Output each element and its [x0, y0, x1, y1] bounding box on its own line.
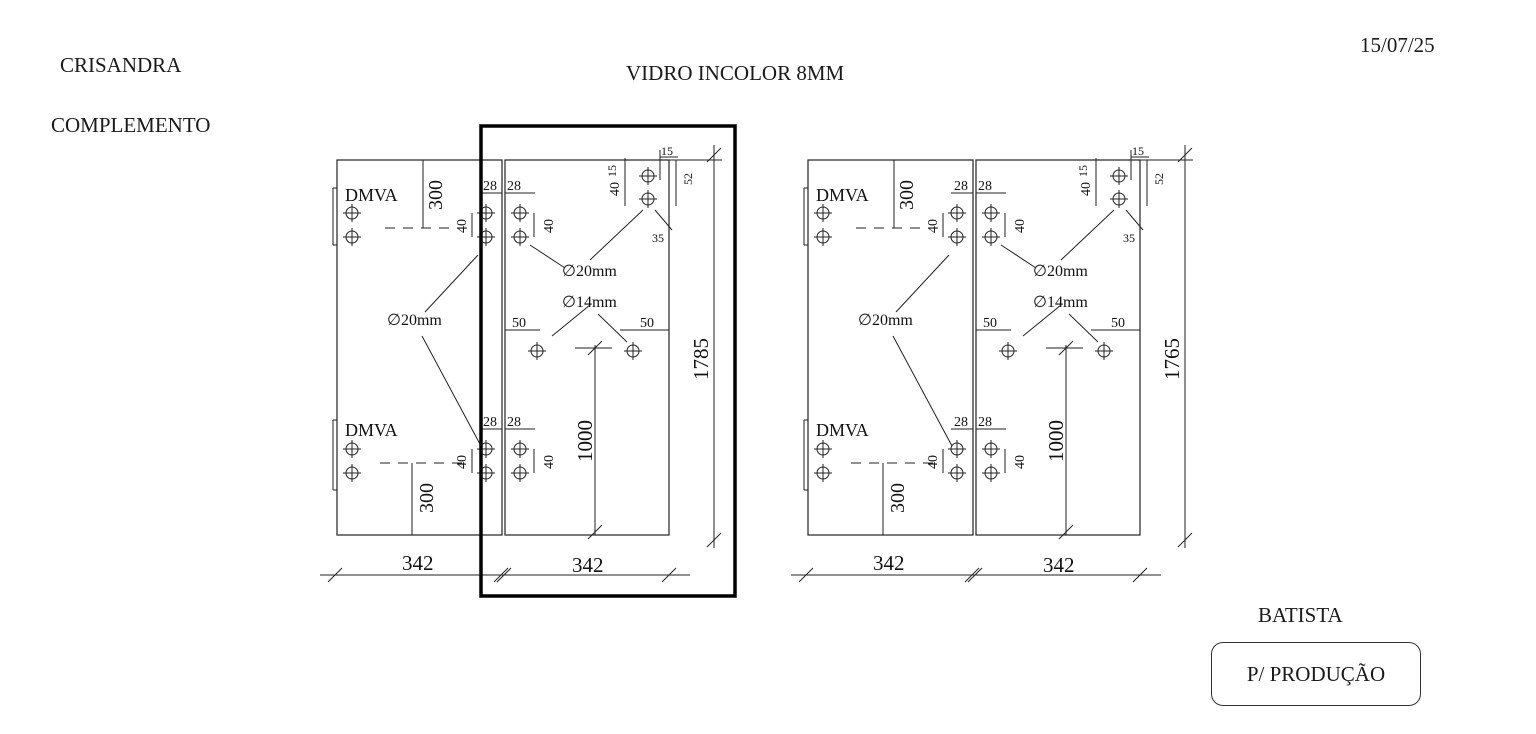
dimension-15-side: 15 [1076, 165, 1090, 177]
drawing-subtitle: COMPLEMENTO [51, 113, 211, 137]
dimension-28-left: 28 [954, 415, 968, 430]
hole-callout-20-right: ∅20mm [562, 263, 617, 280]
drawing-date: 15/07/25 [1360, 33, 1435, 57]
hinge-label-top: DMVA [345, 185, 398, 205]
dimension-52: 52 [681, 173, 695, 185]
dimension-40-corner: 40 [1079, 182, 1094, 196]
leader-line [421, 335, 482, 447]
dimension-50-right: 50 [640, 316, 654, 331]
leader-line [1068, 313, 1099, 343]
leader-line [1022, 304, 1062, 337]
drawing-set-set-b: DMVA DMVA 300 300 28 28 40 40 28 28 40 40 ∅20mm 15 15 4… [791, 144, 1193, 583]
dimension-300-bottom: 300 [416, 483, 438, 513]
leader-line [892, 335, 953, 447]
dimension-300-top: 300 [425, 180, 447, 210]
leader-line [424, 254, 479, 313]
dimension-tick [706, 532, 722, 548]
hole-callout-20-right: ∅20mm [1033, 263, 1088, 280]
hinge-label-bottom: DMVA [816, 420, 869, 440]
dimension-40-left: 40 [926, 219, 941, 233]
dimension-300-bottom: 300 [887, 483, 909, 513]
dimension-height: 1785 [689, 338, 713, 380]
dimension-40-corner: 40 [608, 182, 623, 196]
dimension-28-left: 28 [483, 415, 497, 430]
dimension-width-right: 342 [1043, 553, 1075, 577]
dimension-40-left: 40 [926, 455, 941, 469]
hole-callout-20-left: ∅20mm [387, 312, 442, 329]
dimension-28-left: 28 [954, 179, 968, 194]
dimension-15-top: 15 [661, 144, 673, 158]
dimension-40-left: 40 [455, 455, 470, 469]
dimension-28-right: 28 [507, 415, 521, 430]
dimension-15-top: 15 [1132, 144, 1144, 158]
dimension-28-left: 28 [483, 179, 497, 194]
material-title: VIDRO INCOLOR 8MM [626, 61, 845, 85]
dimension-40-right: 40 [542, 219, 557, 233]
glass-panel-left [807, 159, 974, 536]
dimension-tick [493, 567, 509, 583]
hinge-label-top: DMVA [816, 185, 869, 205]
glass-panel-right [504, 159, 670, 536]
dimension-tick [1132, 567, 1148, 583]
dimension-tick [964, 567, 980, 583]
drawing-set-set-a: DMVA DMVA 300 300 28 28 40 40 28 28 40 40 ∅20mm 15 15 4… [320, 124, 737, 598]
dimension-line [654, 209, 673, 231]
glass-panel-left [336, 159, 503, 536]
dimension-28-right: 28 [978, 179, 992, 194]
dimension-tick [967, 567, 983, 583]
production-status-box: P/ PRODUÇÃO [1211, 642, 1421, 706]
dimension-tick [496, 567, 512, 583]
dimension-28-right: 28 [978, 415, 992, 430]
dimension-width-left: 342 [402, 551, 434, 575]
dimension-1000: 1000 [573, 420, 597, 462]
hole-callout-14: ∅14mm [562, 294, 617, 311]
dimension-35: 35 [1123, 231, 1135, 245]
client-name: CRISANDRA [60, 53, 182, 77]
dimension-tick [1058, 524, 1074, 540]
dimension-40-right: 40 [542, 455, 557, 469]
hinge-label-bottom: DMVA [345, 420, 398, 440]
hole-callout-20-left: ∅20mm [858, 312, 913, 329]
dimension-tick [661, 567, 677, 583]
production-status-label: P/ PRODUÇÃO [1246, 661, 1386, 686]
hole-callout-14: ∅14mm [1033, 294, 1088, 311]
dimension-50-right: 50 [1111, 316, 1125, 331]
dimension-50-left: 50 [512, 316, 526, 331]
dimension-50-left: 50 [983, 316, 997, 331]
dimension-height: 1765 [1160, 338, 1184, 380]
dimension-tick [587, 340, 603, 356]
operator-name: BATISTA [1258, 603, 1343, 627]
dimension-tick [1058, 340, 1074, 356]
dimension-1000: 1000 [1044, 420, 1068, 462]
glass-panel-right [975, 159, 1141, 536]
dimension-40-right: 40 [1013, 455, 1028, 469]
dimension-tick [798, 567, 814, 583]
leader-line [529, 244, 566, 269]
dimension-40-right: 40 [1013, 219, 1028, 233]
dimension-line [1125, 209, 1144, 231]
dimension-35: 35 [652, 231, 664, 245]
dimension-300-top: 300 [896, 180, 918, 210]
leader-line [589, 209, 644, 261]
dimension-15-side: 15 [605, 165, 619, 177]
dimension-tick [587, 524, 603, 540]
dimension-tick [1177, 532, 1193, 548]
selection-frame [479, 124, 737, 598]
leader-line [895, 254, 950, 313]
dimension-28-right: 28 [507, 179, 521, 194]
leader-line [551, 304, 591, 337]
dimension-tick [327, 567, 343, 583]
dimension-width-left: 342 [873, 551, 905, 575]
leader-line [1000, 244, 1037, 269]
dimension-width-right: 342 [572, 553, 604, 577]
dimension-52: 52 [1152, 173, 1166, 185]
leader-line [1060, 209, 1115, 261]
leader-line [597, 313, 628, 343]
dimension-40-left: 40 [455, 219, 470, 233]
